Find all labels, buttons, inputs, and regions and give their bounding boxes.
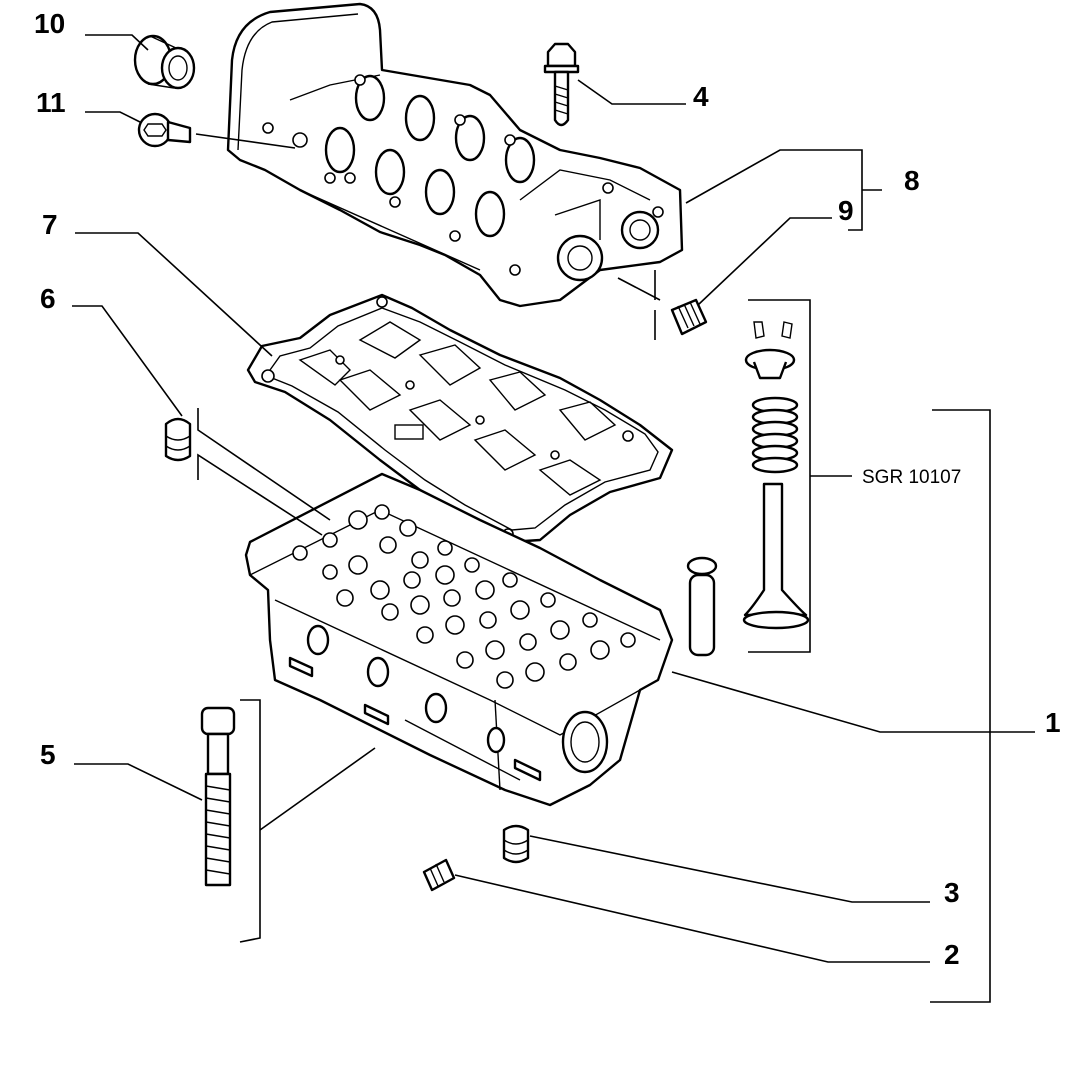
callout-7: 7 [42, 209, 58, 240]
plug-part-2 [422, 858, 456, 892]
callout-4: 4 [693, 81, 709, 112]
head-bolt-part-5 [200, 706, 236, 887]
plug-part-11 [137, 112, 192, 148]
reference-code: SGR 10107 [862, 467, 961, 488]
camshaft-carrier [226, 2, 684, 308]
callout-10: 10 [34, 8, 65, 39]
dowel-part-9 [670, 298, 708, 336]
callout-9: 9 [838, 195, 854, 226]
valve-spring-cluster [292, 504, 636, 689]
callout-6: 6 [40, 283, 56, 314]
callout-11: 11 [36, 87, 66, 118]
plug-part-10 [133, 34, 196, 90]
cylinder-head [244, 472, 674, 807]
tappet-part-3 [502, 824, 530, 864]
valve-spring [751, 396, 799, 474]
bolt-part-4 [543, 42, 580, 127]
leader-lines [72, 34, 1035, 1003]
callout-1: 1 [1045, 707, 1061, 738]
valve-assembly [686, 321, 810, 657]
callout-3: 3 [944, 877, 960, 908]
head-gasket [246, 293, 674, 544]
callout-8: 8 [904, 165, 920, 196]
tappet-part-6 [164, 417, 192, 462]
callout-2: 2 [944, 939, 960, 970]
callout-5: 5 [40, 739, 56, 770]
